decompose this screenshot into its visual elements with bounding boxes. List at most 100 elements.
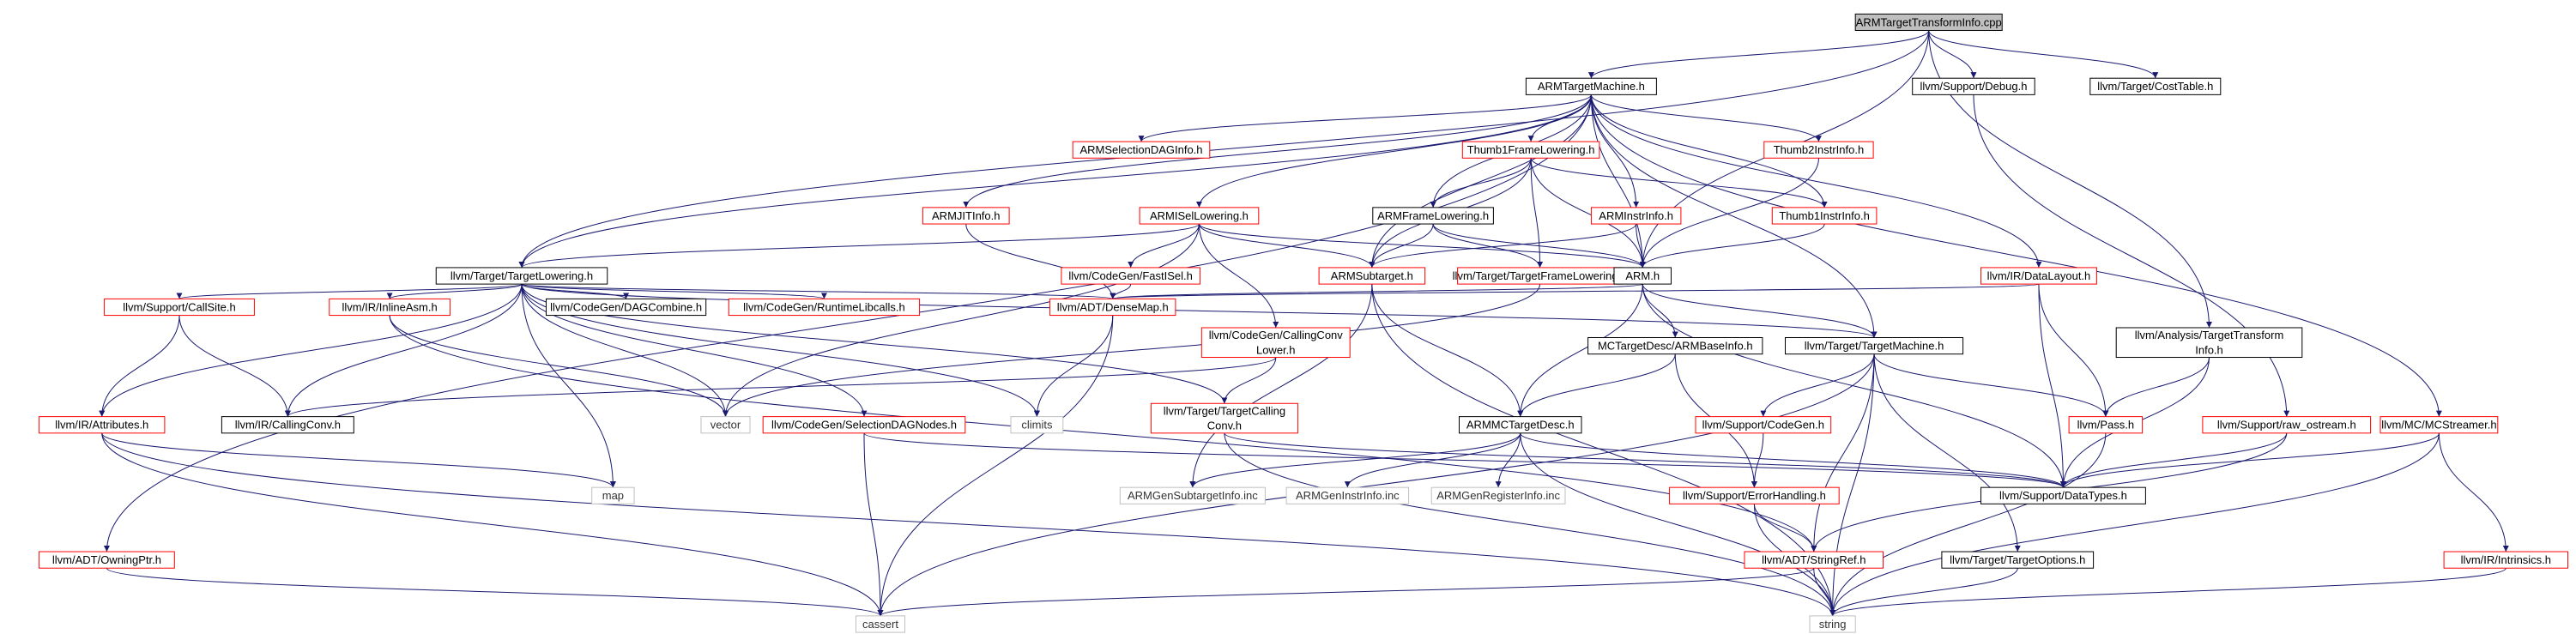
node-seldagn[interactable]: llvm/CodeGen/SelectionDAGNodes.h [762,416,966,434]
edge-ttl-to-map [521,284,616,488]
node-intr[interactable]: llvm/IR/Intrinsics.h [2443,551,2569,569]
node-seldag[interactable]: ARMSelectionDAGInfo.h [1072,141,1211,159]
edge-abi-to-mctd [1517,353,1676,417]
node-tti[interactable]: llvm/Analysis/TargetTransformInfo.h [2115,327,2303,359]
node-label: llvm/Support/CodeGen.h [1702,419,1824,432]
node-datatypes[interactable]: llvm/Support/DataTypes.h [1980,486,2146,504]
node-box [700,416,751,434]
node-armh[interactable]: ARM.h [1613,267,1672,285]
node-ttm[interactable]: llvm/Target/TargetMachine.h [1785,336,1964,355]
node-root[interactable]: ARMTargetTransformInfo.cpp [1854,13,2003,32]
node-box [591,486,635,504]
node-label: llvm/Support/raw_ostream.h [2217,419,2356,432]
node-armfl[interactable]: ARMFrameLowering.h [1372,207,1494,225]
edge-mctd-to-datatypes [1520,432,2066,488]
node-label: ARMGenRegisterInfo.inc [1436,489,1560,502]
node-t1fl[interactable]: Thumb1FrameLowering.h [1461,141,1600,159]
node-label: llvm/IR/DataLayout.h [1987,269,2091,282]
node-label: ARMInstrInfo.h [1599,209,1673,222]
node-isel[interactable]: ARMISelLowering.h [1139,207,1260,225]
node-box [1613,267,1672,285]
edge-ttm-to-stringref [1811,353,1875,552]
node-tm[interactable]: ARMTargetMachine.h [1525,77,1657,95]
node-label: MCTargetDesc/ARMBaseInfo.h [1598,340,1753,353]
node-string: string [1809,615,1856,633]
node-label: Lower.h [1256,343,1296,356]
node-sub[interactable]: ARMSubtarget.h [1318,267,1426,285]
edge-seldagn-to-cassert [863,432,884,616]
edge-t2ii-to-armh [1639,158,1819,268]
edge-ttm-to-cassert [877,353,1875,616]
node-scodegen[interactable]: llvm/Support/CodeGen.h [1695,416,1832,434]
node-armii[interactable]: ARMInstrInfo.h [1590,207,1682,225]
node-rawos[interactable]: llvm/Support/raw_ostream.h [2202,416,2372,434]
node-box [856,615,905,633]
node-inlineasm[interactable]: llvm/IR/InlineAsm.h [329,298,450,317]
edge-ccl-to-tcc [1221,357,1277,404]
node-box [1695,416,1832,434]
node-label: ARMMCTargetDesc.h [1466,419,1575,432]
node-densemap[interactable]: llvm/ADT/DenseMap.h [1049,298,1176,317]
node-box [1912,77,2035,95]
edge-armfl-to-sub [1369,224,1434,268]
node-stringref[interactable]: llvm/ADT/StringRef.h [1744,551,1884,569]
edge-tcc-to-datatypes [1224,432,2066,488]
edge-ttl-to-ttm [521,283,1878,338]
node-box [1525,77,1657,95]
edge-tm-to-sub [1369,94,1592,268]
node-box [2115,327,2303,359]
edge-densemap-to-climits [1033,315,1114,417]
node-pass[interactable]: llvm/Pass.h [2068,416,2144,434]
node-abi[interactable]: MCTargetDesc/ARMBaseInfo.h [1587,336,1763,355]
node-ttl[interactable]: llvm/Target/TargetLowering.h [435,267,608,285]
node-mctd[interactable]: ARMMCTargetDesc.h [1459,416,1582,434]
edge-jit-to-densemap [965,224,1116,299]
node-box [221,416,354,434]
edge-tm-to-ttm [1590,94,1878,338]
node-owning[interactable]: llvm/ADT/OwningPtr.h [39,551,175,569]
node-cconv[interactable]: llvm/IR/CallingConv.h [221,416,354,434]
node-label: string [1819,618,1847,631]
node-box [2068,416,2144,434]
node-box [1010,416,1064,434]
node-gsub: ARMGenSubtargetInfo.inc [1119,486,1266,504]
node-label: llvm/Analysis/TargetTransform [2135,329,2284,341]
node-rtlib[interactable]: llvm/CodeGen/RuntimeLibcalls.h [728,298,921,317]
node-dl[interactable]: llvm/IR/DataLayout.h [1980,267,2097,285]
node-box [1587,336,1763,355]
node-box [1372,207,1494,225]
node-label: ARM.h [1625,269,1660,282]
edge-topts-to-string [1829,568,2018,617]
edge-armh-to-densemap [1110,283,1643,299]
edge-tm-to-owning [103,94,1592,552]
node-tfl[interactable]: llvm/Target/TargetFrameLowering.h [1453,267,1628,285]
node-jit[interactable]: ARMJITInfo.h [922,207,1010,225]
node-t1ii[interactable]: Thumb1InstrInfo.h [1771,207,1878,225]
node-dagcomb[interactable]: llvm/CodeGen/DAGCombine.h [546,298,707,317]
node-callsite[interactable]: llvm/Support/CallSite.h [104,298,255,317]
edge-mcs-to-intr [2438,432,2509,552]
edge-root-to-debug [1928,30,1977,79]
node-box [1285,486,1410,504]
node-topts[interactable]: llvm/Target/TargetOptions.h [1941,551,2095,569]
node-box [1318,267,1426,285]
node-mcs[interactable]: llvm/MC/MCStreamer.h [2379,416,2499,434]
node-label: map [602,489,624,502]
node-debug[interactable]: llvm/Support/Debug.h [1912,77,2035,95]
node-costtable[interactable]: llvm/Target/CostTable.h [2089,77,2222,95]
nodes-layer: ARMTargetTransformInfo.cppARMTargetMachi… [39,13,2569,633]
node-t2ii[interactable]: Thumb2InstrInfo.h [1763,141,1874,159]
edge-ttm-to-scodegen [1760,353,1875,417]
node-box [1809,615,1856,633]
node-box [1669,486,1840,504]
node-label: llvm/IR/InlineAsm.h [342,300,437,313]
node-errh[interactable]: llvm/Support/ErrorHandling.h [1669,486,1840,504]
edge-tm-to-seldag [1138,94,1592,142]
node-fastisel[interactable]: llvm/CodeGen/FastISel.h [1061,267,1200,285]
edge-tm-to-ttl [518,94,1592,268]
edge-ttl-to-rtlib [521,283,827,299]
node-attrs[interactable]: llvm/IR/Attributes.h [39,416,166,434]
